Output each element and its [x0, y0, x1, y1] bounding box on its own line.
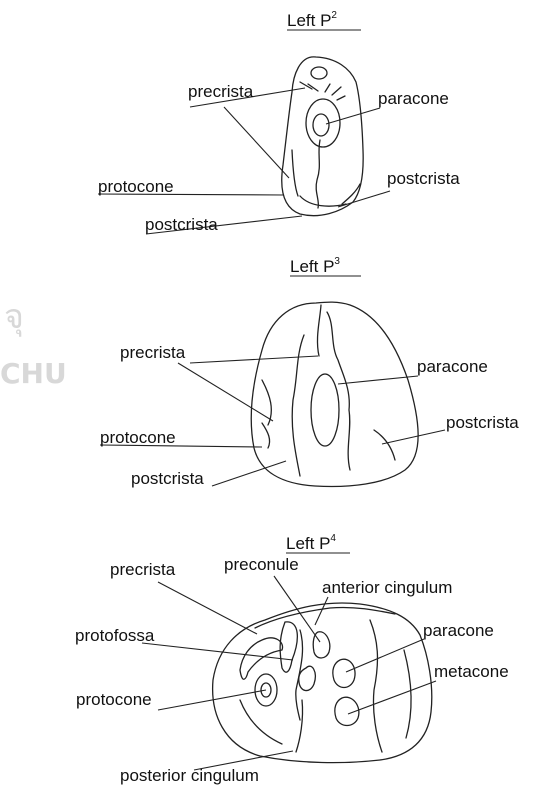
panel-left-p2: Left P2 precrista paracone protocone pos… — [98, 10, 460, 234]
panel-left-p4: Left P4 precrista preconule anterior cin… — [75, 533, 509, 785]
tooth-outline-p2 — [282, 57, 363, 216]
label-paracone-p2: paracone — [378, 89, 449, 108]
watermark: จุ CHU — [0, 297, 67, 390]
tooth-outline-p3 — [251, 302, 418, 486]
leader-postcrista-left-p3 — [212, 461, 286, 486]
label-metacone-p4: metacone — [434, 662, 509, 681]
panel-title-p2: Left P2 — [287, 10, 337, 30]
label-anterior-cingulum-p4: anterior cingulum — [322, 578, 452, 597]
label-protocone-p3: protocone — [100, 428, 176, 447]
label-posterior-cingulum-p4: posterior cingulum — [120, 766, 259, 785]
label-protofossa-p4: protofossa — [75, 626, 155, 645]
leader-precrista-p4 — [158, 582, 257, 634]
leader-metacone-p4 — [348, 681, 436, 714]
label-precrista-p4: precrista — [110, 560, 176, 579]
leader-paracone-p3 — [338, 376, 418, 384]
leader-precrista-p2-b — [224, 107, 289, 178]
watermark-chu: CHU — [0, 357, 67, 390]
leader-anterior-cingulum-p4 — [315, 597, 328, 625]
leader-paracone-p2 — [326, 108, 380, 124]
label-preconule-p4: preconule — [224, 555, 299, 574]
label-precrista-p3: precrista — [120, 343, 186, 362]
panel-title-p4: Left P4 — [286, 533, 336, 553]
tooth-outline-p4 — [213, 603, 432, 763]
label-paracone-p3: paracone — [417, 357, 488, 376]
leader-protofossa-p4 — [142, 643, 293, 660]
leader-precrista-p3-b — [178, 363, 273, 421]
label-postcrista-right-p2: postcrista — [387, 169, 460, 188]
label-postcrista-right-p3: postcrista — [446, 413, 519, 432]
label-postcrista-left-p2: postcrista — [145, 215, 218, 234]
leader-paracone-p4 — [346, 639, 424, 672]
label-protocone-p4: protocone — [76, 690, 152, 709]
leader-protocone-p4 — [158, 690, 266, 710]
leader-postcrista-right-p3 — [382, 430, 445, 444]
label-precrista-p2: precrista — [188, 82, 254, 101]
leader-postcrista-right-p2 — [338, 191, 390, 207]
label-postcrista-left-p3: postcrista — [131, 469, 204, 488]
watermark-thai: จุ — [4, 297, 24, 337]
panel-left-p3: Left P3 precrista paracone protocone pos… — [100, 256, 519, 488]
label-protocone-p2: protocone — [98, 177, 174, 196]
panel-title-p3: Left P3 — [290, 256, 340, 276]
label-paracone-p4: paracone — [423, 621, 494, 640]
